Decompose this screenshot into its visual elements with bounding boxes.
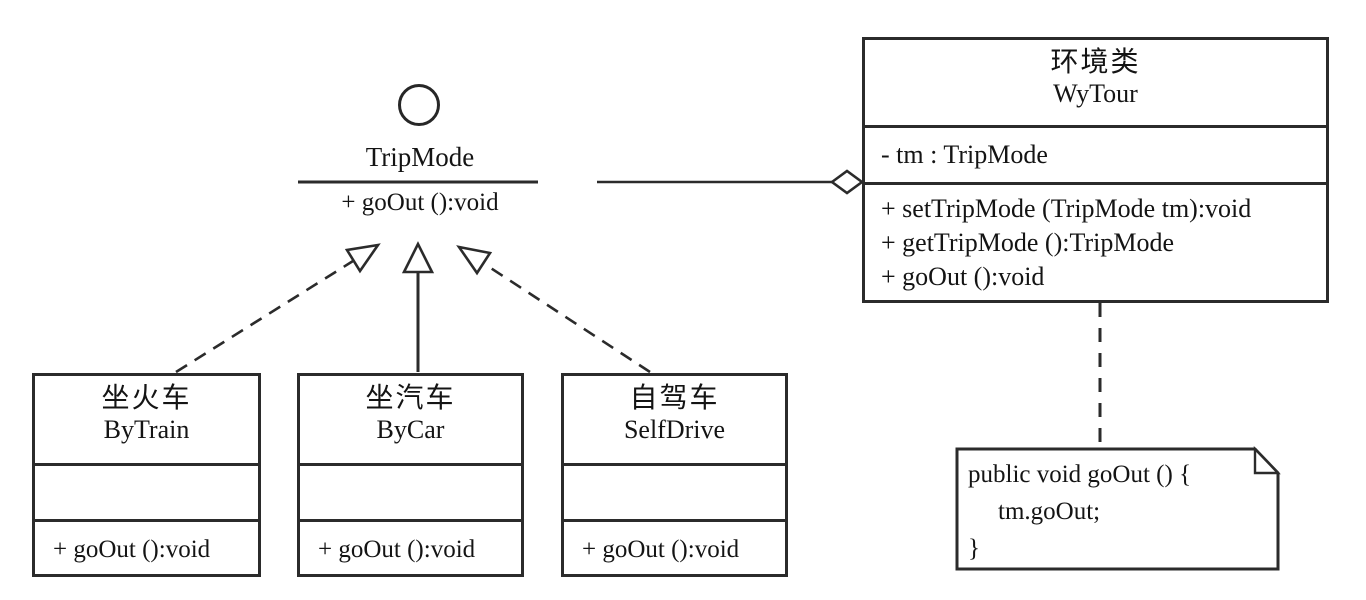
operation-goout: + goOut ():void: [582, 536, 740, 563]
note-shape: [955, 447, 1280, 571]
aggregation-diamond-icon: [829, 169, 865, 195]
class-attributes-bycar: [300, 463, 521, 519]
class-header-wytour: 环境类 WyTour: [865, 40, 1326, 125]
operation-goout: + goOut ():void: [53, 536, 211, 563]
hollow-triangle-icon-selfdrive: [456, 245, 493, 276]
note-line-3: }: [968, 535, 980, 562]
class-box-bycar: 坐汽车 ByCar + goOut ():void: [297, 373, 524, 577]
note-line-1: public void goOut () {: [968, 461, 1192, 488]
interface-circle-icon: [398, 84, 440, 126]
class-box-wytour: 环境类 WyTour - tm : TripMode + setTripMode…: [862, 37, 1329, 303]
uml-note: public void goOut () { tm.goOut; }: [968, 456, 1268, 567]
note-line-2: tm.goOut;: [998, 498, 1101, 525]
class-box-bytrain: 坐火车 ByTrain + goOut ():void: [32, 373, 261, 577]
class-operations-selfdrive: + goOut ():void: [564, 519, 785, 574]
note-fold-icon: [1253, 446, 1281, 475]
class-header-bycar: 坐汽车 ByCar: [300, 376, 521, 463]
class-attributes-selfdrive: [564, 463, 785, 519]
class-name-cn: 坐汽车: [365, 383, 456, 414]
class-header-selfdrive: 自驾车 SelfDrive: [564, 376, 785, 463]
class-name-cn: 坐火车: [101, 383, 192, 414]
operation-settripmode: + setTripMode (TripMode tm):void: [881, 194, 1252, 223]
class-operations-bytrain: + goOut ():void: [35, 519, 258, 574]
attribute-tm: - tm : TripMode: [881, 140, 1048, 169]
operation-goout: + goOut ():void: [881, 262, 1045, 291]
class-attributes-bytrain: [35, 463, 258, 519]
interface-operation: + goOut ():void: [341, 189, 499, 216]
operation-goout: + goOut ():void: [318, 536, 476, 563]
operation-gettripmode: + getTripMode ():TripMode: [881, 228, 1174, 257]
hollow-triangle-icon-bytrain: [344, 243, 381, 274]
class-attributes-wytour: - tm : TripMode: [865, 125, 1326, 182]
realization-line-bytrain: [175, 259, 354, 374]
class-name-en: SelfDrive: [623, 415, 726, 444]
class-header-bytrain: 坐火车 ByTrain: [35, 376, 258, 463]
class-name-en: WyTour: [1053, 79, 1138, 108]
class-box-selfdrive: 自驾车 SelfDrive + goOut ():void: [561, 373, 788, 577]
class-operations-wytour: + setTripMode (TripMode tm):void + getTr…: [865, 182, 1326, 300]
class-name-cn: 自驾车: [629, 383, 720, 414]
realization-line-selfdrive: [482, 261, 651, 374]
class-name-cn: 环境类: [1050, 47, 1141, 78]
hollow-triangle-icon-bycar: [401, 241, 435, 274]
class-name-en: ByCar: [376, 415, 445, 444]
class-operations-bycar: + goOut ():void: [300, 519, 521, 574]
class-name-en: ByTrain: [103, 415, 190, 444]
interface-name: TripMode: [365, 142, 475, 172]
